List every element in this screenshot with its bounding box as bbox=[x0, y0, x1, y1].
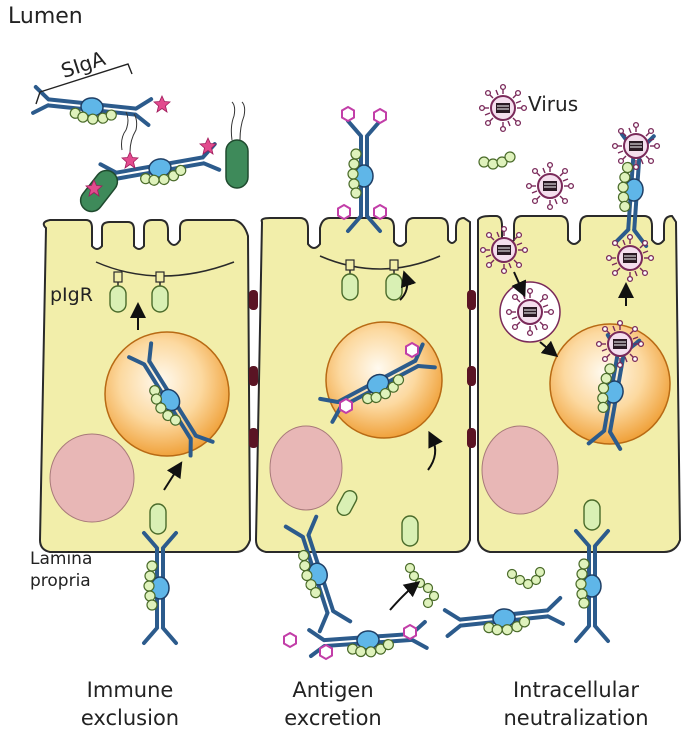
nucleus-1 bbox=[49, 433, 135, 523]
caption-intracellular-neutralization: Intracellular neutralization bbox=[486, 676, 666, 729]
virus-particle bbox=[525, 161, 575, 211]
pigr-basolateral bbox=[149, 490, 601, 547]
antigen-hexagon bbox=[405, 342, 419, 358]
caption-immune-exclusion: Immune exclusion bbox=[50, 676, 210, 729]
antigen-hexagon bbox=[339, 398, 353, 414]
caption-line2: excretion bbox=[284, 706, 382, 729]
caption-line2: neutralization bbox=[503, 706, 649, 729]
pigr-label: pIgR bbox=[50, 284, 93, 306]
transport-arrows bbox=[130, 270, 634, 611]
virus-particle bbox=[611, 121, 661, 171]
apical-membrane-2 bbox=[319, 255, 441, 270]
antigen-hexagon bbox=[373, 108, 387, 124]
antigen-hexagon bbox=[341, 106, 355, 122]
virus-particle bbox=[595, 319, 645, 369]
siga-lumen-labeled bbox=[30, 85, 154, 132]
lamina-label-line2: propria bbox=[30, 571, 91, 591]
secretory-component-chains bbox=[404, 151, 546, 609]
antigen-hexagon bbox=[337, 204, 351, 220]
caption-line1: Antigen bbox=[292, 678, 374, 702]
antigen-hexagon bbox=[283, 632, 297, 648]
iga-lamina-4 bbox=[442, 596, 566, 643]
lamina-label-line1: Lamina bbox=[30, 549, 93, 569]
antigen-hexagon bbox=[403, 624, 417, 640]
virus-particle bbox=[605, 233, 655, 283]
lumen-label: Lumen bbox=[8, 4, 83, 29]
siga-crosslinking bbox=[98, 142, 223, 197]
caption-antigen-excretion: Antigen excretion bbox=[258, 676, 408, 729]
nucleus-3 bbox=[481, 425, 559, 515]
virus-particle bbox=[479, 225, 529, 275]
antigen-star bbox=[153, 95, 171, 113]
siga-bracket bbox=[35, 63, 133, 105]
virus-label: Virus bbox=[528, 92, 579, 116]
lamina-propria-label: Lamina propria bbox=[30, 548, 92, 592]
antigen-hexagon bbox=[319, 644, 333, 660]
antigen-hexagon bbox=[373, 204, 387, 220]
antigen-star bbox=[121, 151, 139, 169]
nucleus-2 bbox=[269, 425, 343, 511]
caption-line2: exclusion bbox=[80, 706, 180, 729]
tight-junctions bbox=[249, 290, 476, 448]
caption-line1: Immune bbox=[86, 678, 174, 702]
caption-line1: Intracellular bbox=[512, 678, 640, 702]
bacteria bbox=[79, 101, 249, 213]
virus-particle bbox=[478, 83, 528, 133]
virus-particle bbox=[505, 287, 555, 337]
